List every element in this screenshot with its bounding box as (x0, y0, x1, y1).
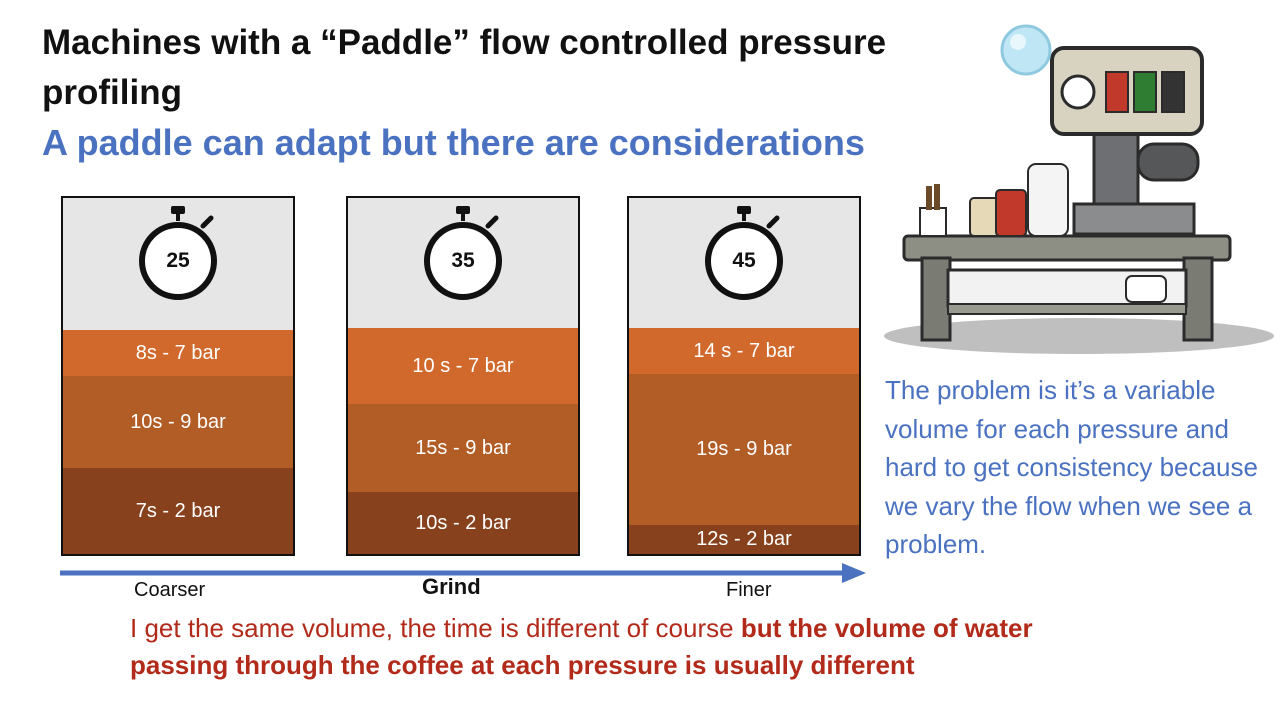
timer-value: 25 (166, 249, 190, 272)
grind-column-finer: 45 14 s - 7 bar 19s - 9 bar 12s - 2 bar (627, 196, 861, 556)
layer-7bar: 10 s - 7 bar (348, 328, 578, 404)
axis-label-grind: Grind (422, 574, 481, 599)
layer-2bar: 10s - 2 bar (348, 492, 578, 554)
layer-9bar: 19s - 9 bar (629, 374, 859, 525)
grind-arrow (60, 563, 866, 583)
timer-value: 35 (451, 249, 475, 272)
conclusion-plain: I get the same volume, the time is diffe… (130, 613, 741, 643)
layer-7bar: 8s - 7 bar (63, 330, 293, 376)
timer-value: 45 (732, 249, 756, 272)
volume-conclusion: I get the same volume, the time is diffe… (130, 610, 1090, 684)
layer-9bar: 10s - 9 bar (63, 376, 293, 468)
layer-7bar: 14 s - 7 bar (629, 328, 859, 374)
pressure-layers: 8s - 7 bar 10s - 9 bar 7s - 2 bar (63, 330, 293, 554)
stopwatch-icon: 25 (133, 206, 223, 302)
pressure-layers: 14 s - 7 bar 19s - 9 bar 12s - 2 bar (629, 328, 859, 554)
axis-label-finer: Finer (726, 579, 772, 601)
layer-9bar: 15s - 9 bar (348, 404, 578, 492)
stopwatch-icon: 45 (699, 206, 789, 302)
espresso-machine-illustration (884, 24, 1274, 354)
layer-2bar: 7s - 2 bar (63, 468, 293, 554)
page-subtitle: A paddle can adapt but there are conside… (42, 122, 865, 163)
layer-2bar: 12s - 2 bar (629, 525, 859, 554)
pressure-layers: 10 s - 7 bar 15s - 9 bar 10s - 2 bar (348, 328, 578, 554)
grind-column-medium: 35 10 s - 7 bar 15s - 9 bar 10s - 2 bar (346, 196, 580, 556)
page-title: Machines with a “Paddle” flow controlled… (42, 23, 887, 112)
axis-label-coarser: Coarser (134, 579, 206, 601)
conclusion-bold: but the volume of water passing through … (130, 613, 1033, 680)
stopwatch-icon: 35 (418, 206, 508, 302)
grind-column-coarser: 25 8s - 7 bar 10s - 9 bar 7s - 2 bar (61, 196, 295, 556)
problem-note: The problem is it’s a variable volume fo… (885, 375, 1258, 559)
